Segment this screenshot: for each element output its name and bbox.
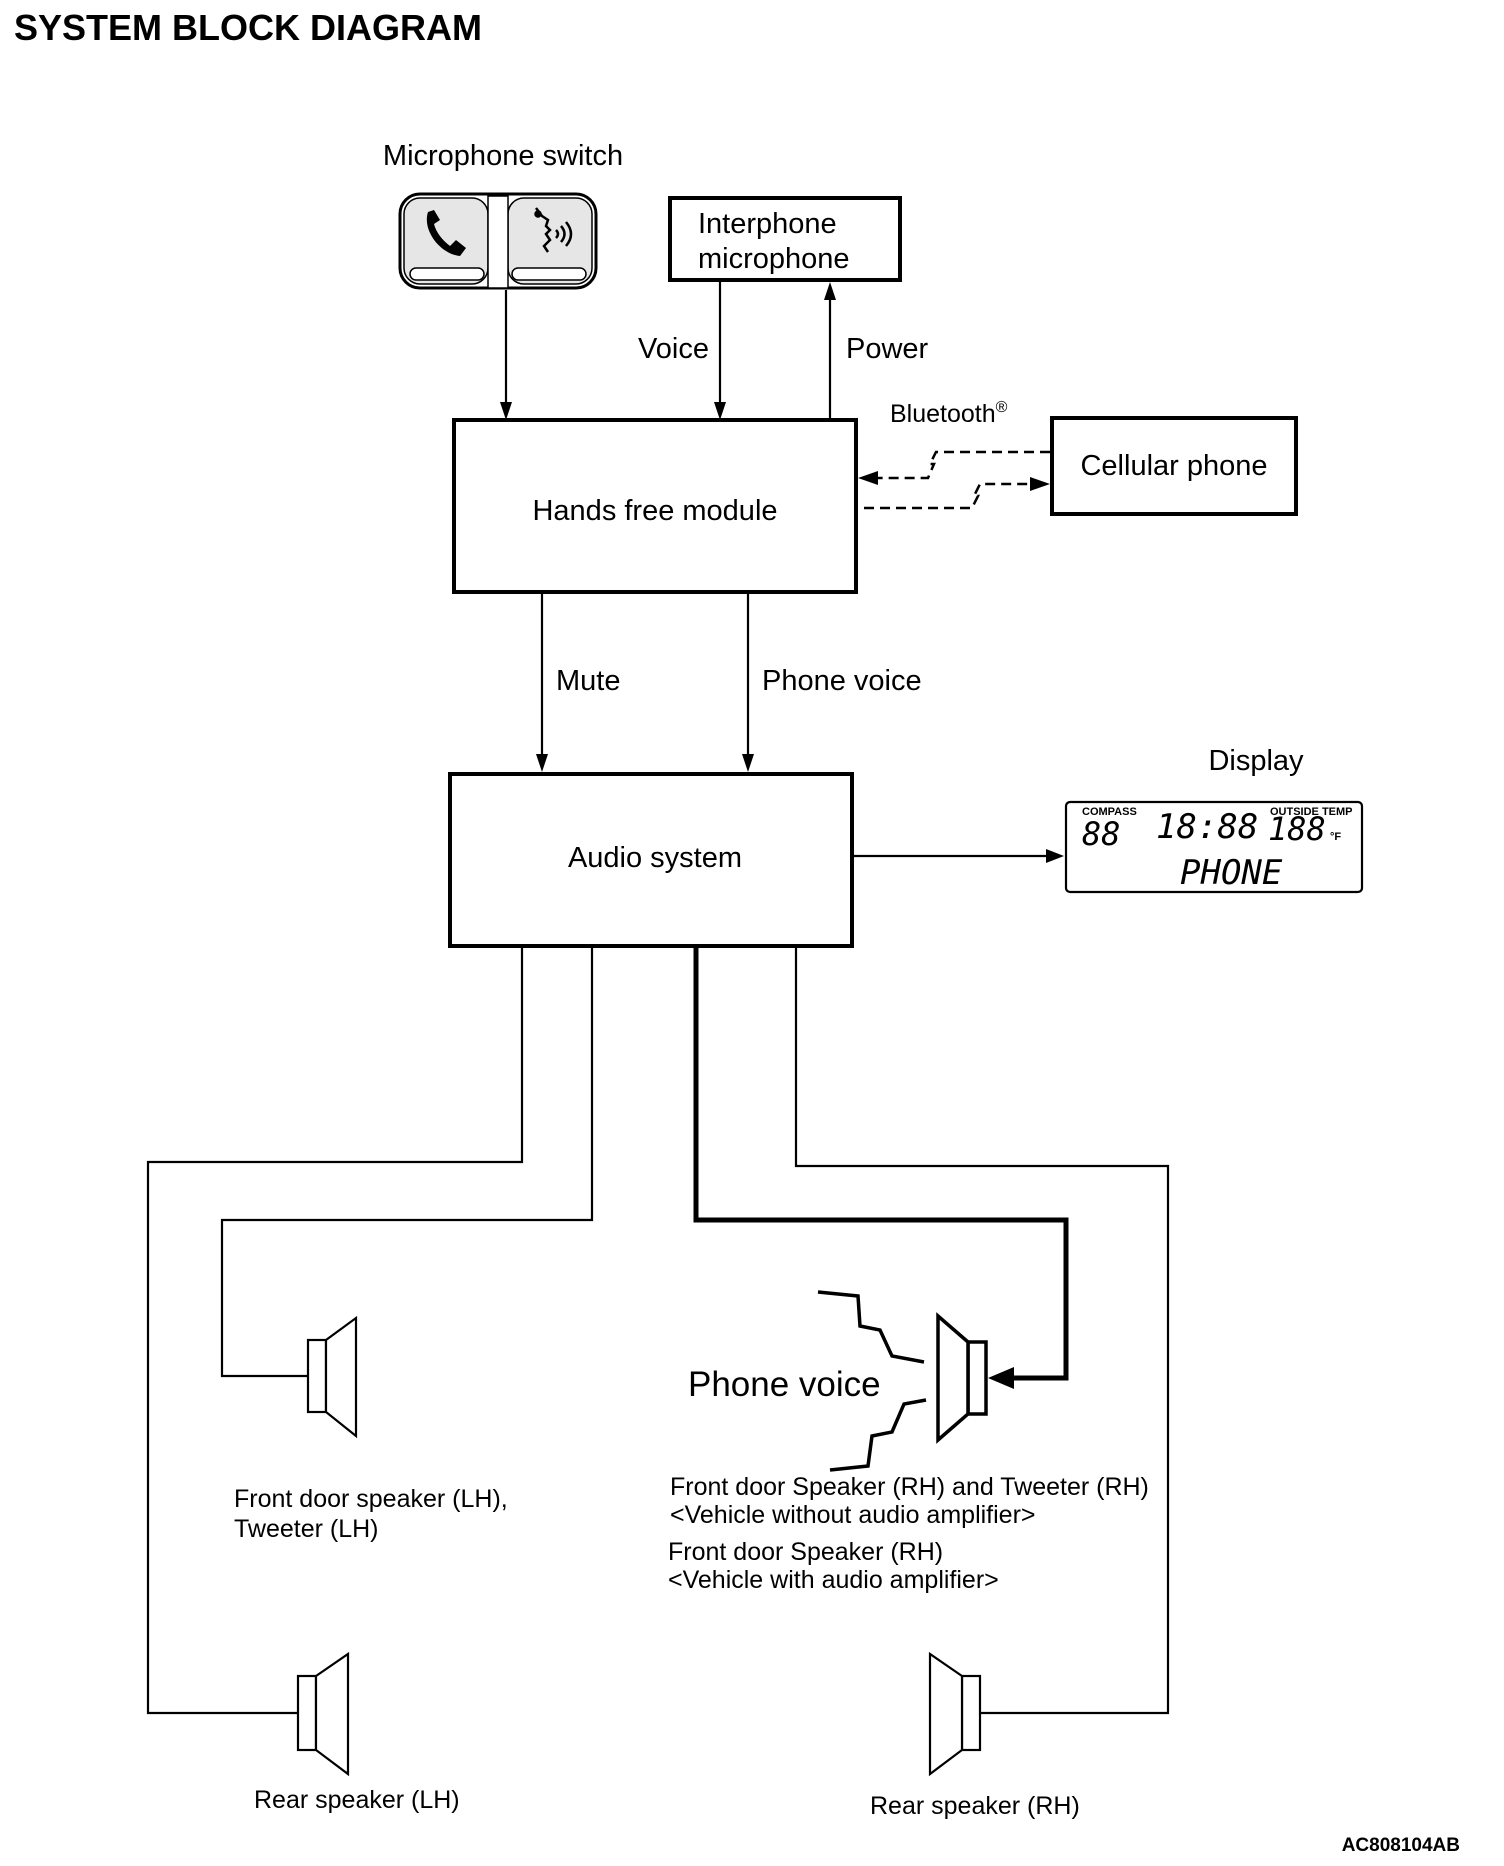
rear-rh-speaker-icon (928, 1651, 982, 1777)
rear-lh-speaker-icon (296, 1651, 350, 1777)
front-lh-wire (220, 948, 594, 1378)
display-panel: COMPASS 88 18:88 OUTSIDE TEMP 188 °F PHO… (1064, 800, 1364, 894)
mute-signal-label: Mute (556, 665, 620, 697)
bluetooth-link-receive (858, 450, 1050, 485)
voice-command-icon (534, 207, 573, 253)
power-signal-label: Power (846, 333, 929, 365)
front-rh-label-1: Front door Speaker (RH) and Tweeter (RH) (670, 1473, 1149, 1501)
front-rh-label-3: Front door Speaker (RH) (668, 1538, 943, 1566)
phone-voice-signal-label: Phone voice (762, 665, 922, 697)
cellular-phone-label: Cellular phone (1080, 450, 1267, 482)
power-arrow (824, 282, 836, 418)
cellular-phone-box (1050, 416, 1298, 516)
voice-signal-label: Voice (638, 333, 709, 365)
sound-wave-icon (817, 1290, 927, 1472)
front-rh-wire (693, 948, 1069, 1381)
rear-rh-wire (794, 948, 1170, 1715)
front-lh-label-1: Front door speaker (LH), (234, 1485, 508, 1513)
bluetooth-label: Bluetooth® (890, 399, 1008, 428)
hands-free-module-label: Hands free module (532, 495, 777, 527)
mute-arrow (536, 594, 548, 772)
voice-arrow (714, 282, 726, 420)
audio-to-display-arrow (854, 849, 1064, 863)
front-rh-speaker-icon (936, 1312, 988, 1444)
hands-free-module-box (452, 418, 858, 594)
microphone-switch (398, 192, 598, 290)
microphone-switch-label: Microphone switch (383, 140, 623, 172)
front-rh-label-4: <Vehicle with audio amplifier> (668, 1566, 999, 1594)
front-rh-label-2: <Vehicle without audio amplifier> (670, 1501, 1036, 1529)
figure-code: AC808104AB (1342, 1835, 1460, 1856)
interphone-microphone-label-2: microphone (698, 243, 850, 275)
page-title: SYSTEM BLOCK DIAGRAM (14, 7, 482, 48)
compass-label: COMPASS (1082, 806, 1137, 818)
phone-voice-speaker-label: Phone voice (688, 1365, 881, 1404)
rear-lh-label: Rear speaker (LH) (254, 1786, 460, 1814)
outside-temp-label: OUTSIDE TEMP (1270, 806, 1353, 818)
phone-handset-icon (426, 210, 466, 256)
rear-lh-wire (146, 948, 524, 1715)
phone-voice-arrow (742, 594, 754, 772)
display-label: Display (1208, 745, 1304, 777)
temp-digits: 188 (1268, 810, 1326, 848)
switch-to-module-arrow (500, 290, 512, 420)
bluetooth-link-send (864, 477, 1050, 510)
interphone-microphone-label-1: Interphone (698, 208, 837, 240)
front-lh-label-2: Tweeter (LH) (234, 1515, 378, 1543)
display-message: PHONE (1180, 853, 1283, 893)
clock-digits: 18:88 (1156, 807, 1258, 847)
audio-system-box (448, 772, 854, 948)
rear-rh-label: Rear speaker (RH) (870, 1792, 1080, 1820)
interphone-microphone-box (668, 196, 902, 282)
front-lh-speaker-icon (306, 1315, 358, 1439)
compass-digits: 88 (1082, 815, 1121, 853)
front-rh-arrowhead (988, 1367, 1014, 1389)
temp-unit: °F (1330, 831, 1341, 843)
audio-system-label: Audio system (568, 842, 742, 874)
